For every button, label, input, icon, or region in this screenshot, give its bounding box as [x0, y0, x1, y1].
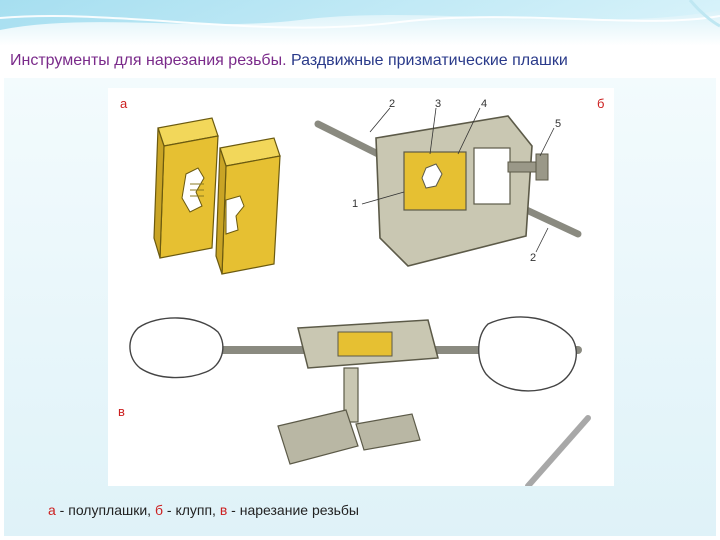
callout-2-top: 2 — [389, 98, 395, 110]
figure-label-a: а — [120, 96, 127, 111]
half-dies-illustration — [154, 118, 280, 274]
title-right: Раздвижные призматические плашки — [291, 52, 568, 69]
header-wave-decoration — [0, 0, 720, 46]
figure-label-v: в — [118, 404, 125, 419]
callout-4: 4 — [481, 98, 487, 110]
caption-text-v: - нарезание резьбы — [227, 502, 359, 518]
callout-5: 5 — [555, 118, 561, 130]
figure-panel — [108, 88, 614, 486]
threading-illustration — [130, 317, 588, 486]
callout-1: 1 — [352, 198, 358, 210]
callout-3: 3 — [435, 98, 441, 110]
caption-text-b: - клупп, — [163, 502, 220, 518]
figure-label-b: б — [597, 96, 604, 111]
figure-illustration — [108, 88, 614, 486]
figure-caption: а - полуплашки, б - клупп, в - нарезание… — [48, 502, 668, 518]
caption-key-a: а — [48, 502, 56, 518]
die-stock-illustration — [318, 116, 578, 266]
caption-text-a: - полуплашки, — [56, 502, 155, 518]
caption-key-b: б — [155, 502, 163, 518]
title-left: Инструменты для нарезания резьбы. — [10, 52, 287, 69]
callout-2-bottom: 2 — [530, 252, 536, 264]
slide-title: Инструменты для нарезания резьбы. Раздви… — [10, 52, 710, 74]
